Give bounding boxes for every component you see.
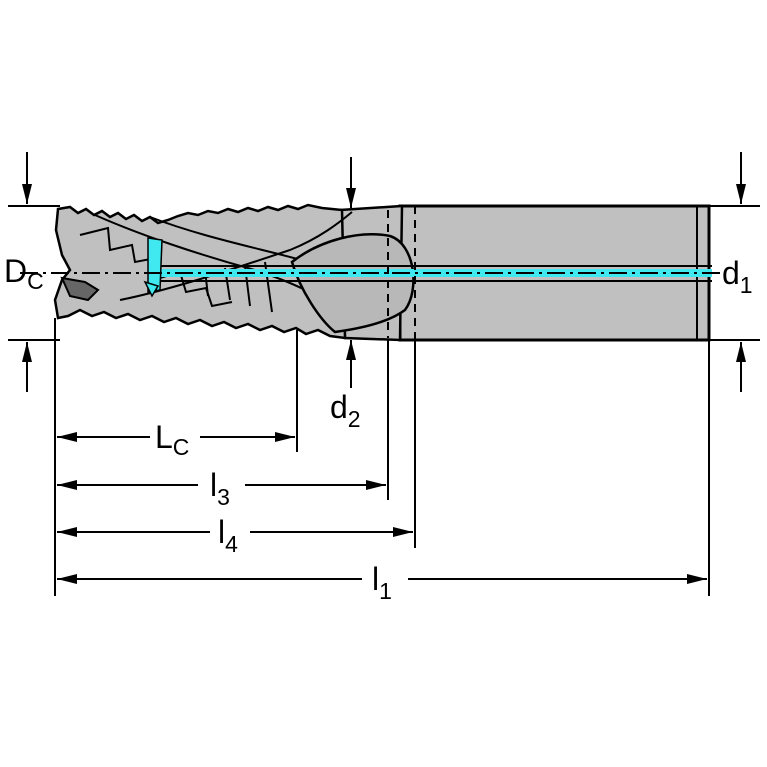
label-l4: l4 [218, 514, 238, 557]
hidden-lines [387, 206, 416, 340]
label-l1: l1 [372, 561, 392, 604]
extension-lines [54, 318, 710, 596]
label-d2: d2 [330, 389, 361, 432]
dim-dc [8, 152, 60, 392]
label-d1: d1 [722, 255, 753, 298]
dim-d1 [709, 152, 760, 392]
label-l3: l3 [210, 467, 230, 510]
label-dc: DC [4, 253, 44, 294]
label-lc: LC [155, 419, 189, 460]
flute-runout [290, 233, 415, 334]
flute-groove [60, 276, 100, 302]
